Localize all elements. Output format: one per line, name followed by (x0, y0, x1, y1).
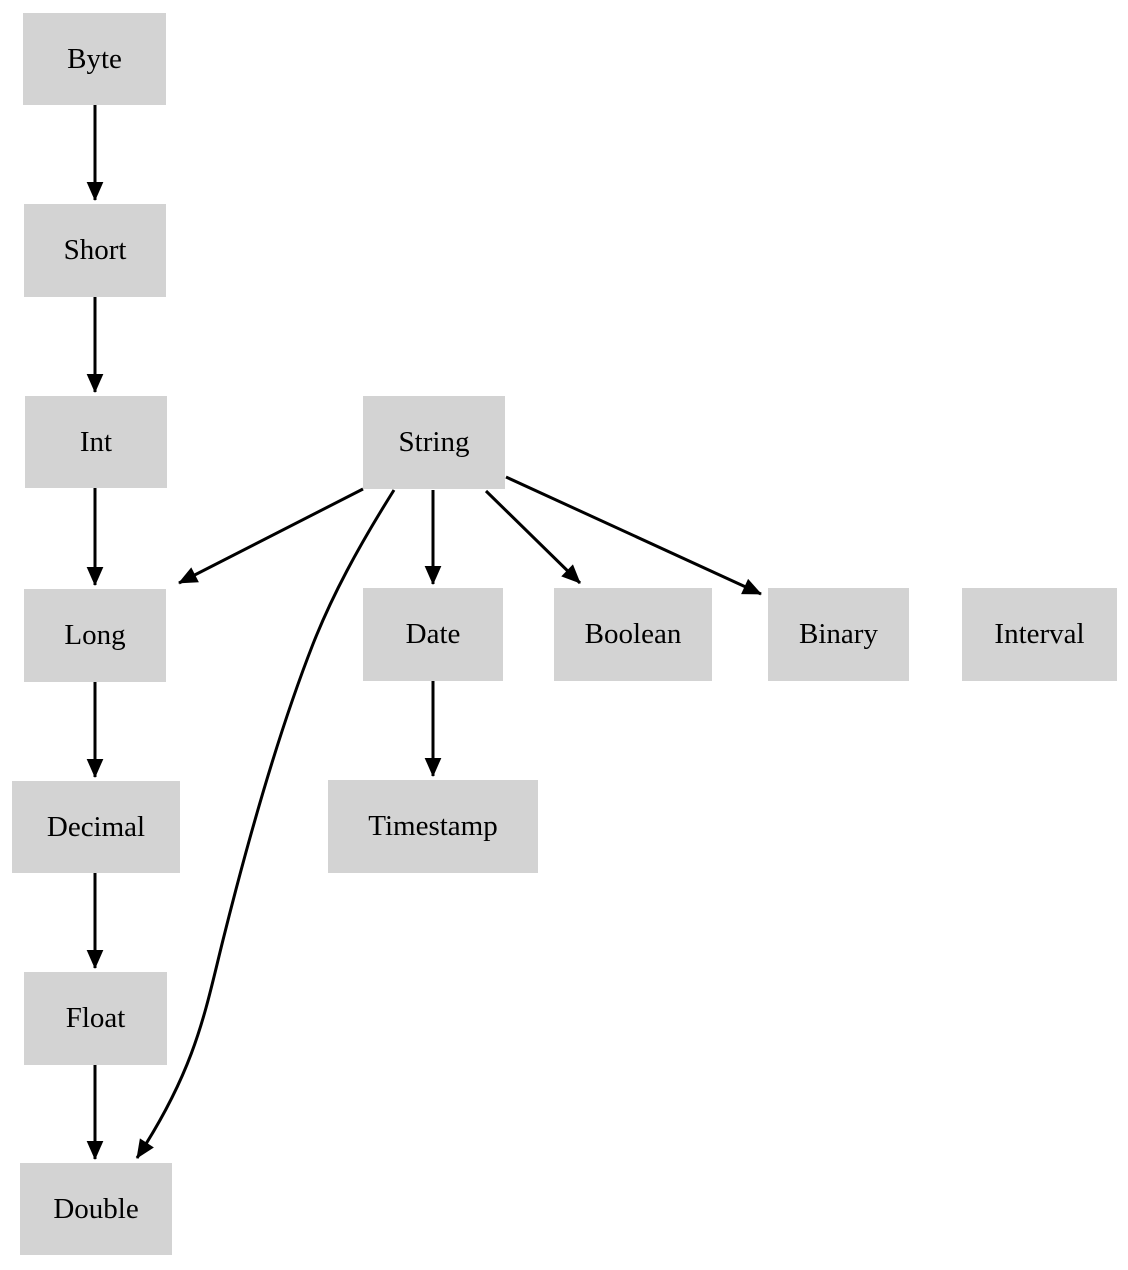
node-string: String (363, 396, 505, 489)
node-date: Date (363, 588, 503, 681)
node-label-int: Int (79, 425, 113, 458)
edge-string-binary (505, 475, 762, 596)
node-timestamp: Timestamp (328, 780, 538, 873)
node-label-long: Long (64, 619, 126, 651)
node-label-date: Date (405, 618, 461, 650)
node-label-timestamp: Timestamp (368, 810, 498, 842)
node-label-boolean: Boolean (584, 618, 682, 650)
node-int: Int (25, 396, 167, 488)
node-boolean: Boolean (554, 588, 712, 681)
node-label-double: Double (53, 1192, 139, 1225)
node-binary: Binary (768, 588, 909, 681)
edge-string-long (178, 487, 364, 585)
node-label-byte: Byte (67, 42, 122, 75)
node-long: Long (24, 589, 166, 682)
node-short: Short (24, 204, 166, 297)
node-label-float: Float (65, 1002, 126, 1034)
node-interval: Interval (962, 588, 1117, 681)
edge-string-boolean (484, 489, 582, 585)
node-label-short: Short (63, 234, 127, 266)
node-double: Double (20, 1163, 172, 1255)
node-decimal: Decimal (12, 781, 180, 873)
node-float: Float (24, 972, 167, 1065)
node-label-interval: Interval (994, 618, 1085, 650)
node-label-decimal: Decimal (46, 810, 146, 843)
node-byte: Byte (23, 13, 166, 105)
node-label-string: String (398, 426, 470, 458)
node-label-binary: Binary (799, 618, 878, 650)
